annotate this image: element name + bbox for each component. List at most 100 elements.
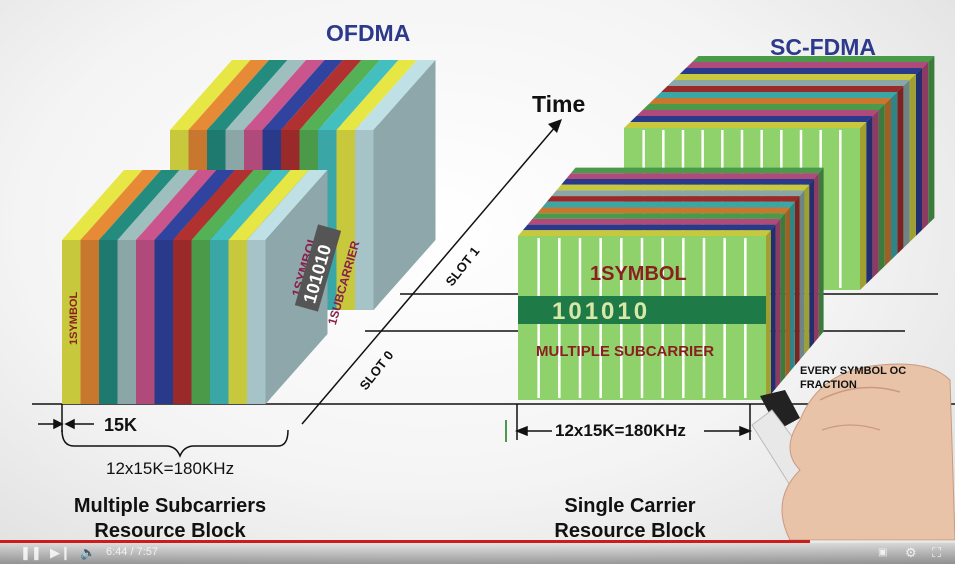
symbol-layer-top <box>561 179 814 185</box>
captions-icon[interactable]: ▣ <box>878 547 888 558</box>
subcarrier-slab-front <box>80 240 99 404</box>
symbol-layer-top <box>673 74 916 80</box>
subcarrier-slab-front <box>247 240 266 404</box>
scfdma-bandwidth-marks <box>514 404 753 440</box>
next-icon[interactable]: ▶❙ <box>50 545 71 560</box>
symbol-layer-side <box>903 80 910 248</box>
subcarrier-slab-front <box>191 240 210 404</box>
subcarrier-spacing-marks <box>38 404 94 432</box>
symbol-layer-top <box>686 62 929 68</box>
symbol-layer-top <box>566 173 819 179</box>
symbol-layer-side <box>770 224 776 395</box>
symbol-layer-side <box>780 213 786 383</box>
scfdma-caption-line2: Resource Block <box>554 520 706 542</box>
subcarrier-slab-front <box>336 130 355 310</box>
symbol-layer-side <box>804 184 810 355</box>
subcarrier-slab-top <box>210 170 291 240</box>
scfdma-bits: 101010 <box>552 298 650 325</box>
symbol-layer-top <box>630 116 873 122</box>
symbol-layer-top <box>655 92 898 98</box>
subcarrier-slab-top <box>136 170 217 240</box>
subcarrier-slab-top <box>355 60 436 130</box>
symbol-layer-side <box>814 173 819 343</box>
symbol-layer-side <box>775 218 781 389</box>
symbol-layer-top <box>537 207 790 214</box>
ofdma-bandwidth-label: 12x15K=180KHz <box>106 459 235 478</box>
symbol-layer-side <box>884 98 891 266</box>
ofdma-bandwidth-brace <box>61 429 289 459</box>
symbol-layer-side <box>785 207 790 378</box>
subcarrier-slab-side <box>265 170 328 404</box>
subcarrier-slab-front <box>173 240 192 404</box>
symbol-layer-top <box>570 167 824 174</box>
scfdma-bits-bar <box>518 296 766 324</box>
symbol-layer-side <box>809 179 814 349</box>
scfdma-note-line2: FRACTION <box>800 379 857 391</box>
symbol-layer-top <box>642 104 885 110</box>
subcarrier-slab-top <box>228 170 309 240</box>
ofdma-title: OFDMA <box>326 20 411 46</box>
subcarrier-slab-top <box>117 170 198 240</box>
pause-icon[interactable]: ❚❚ <box>20 545 42 560</box>
symbol-layer-top <box>551 190 805 197</box>
scfdma-slot0-block <box>518 167 824 400</box>
symbol-layer-side <box>915 68 922 236</box>
symbol-layer-side <box>799 190 805 361</box>
subcarrier-slab-front <box>136 240 155 404</box>
symbol-layer-side <box>922 62 929 230</box>
ofdma-panel-bits-bar <box>294 224 342 312</box>
symbol-layer-side <box>897 86 904 254</box>
scfdma-note-line1: EVERY SYMBOL OC <box>800 365 907 377</box>
time-arrowhead <box>548 119 562 133</box>
subcarrier-slab-top <box>80 170 161 240</box>
subcarrier-slab-top <box>154 170 235 240</box>
subcarrier-slab-top <box>262 60 343 130</box>
slot0-label: SLOT 0 <box>357 348 397 393</box>
symbol-layer-side <box>878 104 885 272</box>
fullscreen-icon[interactable]: ⛶ <box>932 545 942 560</box>
symbol-layer-top <box>679 68 922 74</box>
symbol-layer-side <box>818 167 824 338</box>
symbol-layer-side <box>909 74 916 242</box>
subcarrier-slab-top <box>191 170 272 240</box>
subcarrier-slab-top <box>173 170 254 240</box>
subcarrier-slab-top <box>247 170 328 240</box>
scfdma-symbol-label: 1SYMBOL <box>590 263 687 285</box>
symbol-layer-top <box>518 230 771 236</box>
video-progress-track[interactable] <box>0 540 955 543</box>
subcarrier-slab-front <box>99 240 118 404</box>
subcarrier-slab-side <box>373 60 436 310</box>
symbol-layer-top <box>624 122 867 128</box>
subcarrier-slab-front <box>154 240 173 404</box>
subcarrier-slab-front <box>355 130 374 310</box>
video-time: 6:44 / 7:57 <box>106 546 158 558</box>
symbol-layer-side <box>794 196 800 366</box>
scfdma-caption-line1: Single Carrier <box>564 495 696 517</box>
subcarrier-slab-top <box>281 60 362 130</box>
subcarrier-slab-top <box>244 60 325 130</box>
subcarrier-slab-top <box>62 170 143 240</box>
subcarrier-slab-top <box>170 60 251 130</box>
symbol-layer-side <box>790 201 795 372</box>
scfdma-subcarrier-label: MULTIPLE SUBCARRIER <box>536 343 714 360</box>
scfdma-title: SC-FDMA <box>770 34 877 60</box>
time-arrow <box>301 125 557 425</box>
symbol-layer-side <box>866 116 873 284</box>
subcarrier-slab-top <box>336 60 417 130</box>
subcarrier-slab-top <box>207 60 288 130</box>
slot1-label: SLOT 1 <box>443 244 483 289</box>
symbol-layer-top <box>522 224 776 231</box>
volume-icon[interactable]: 🔈 <box>80 545 97 560</box>
subcarrier-slab-top <box>318 60 399 130</box>
symbol-layer-top <box>648 98 891 104</box>
video-progress-fill <box>0 540 811 543</box>
time-axis-label: Time <box>532 91 586 117</box>
symbol-layer-top <box>532 213 786 219</box>
scfdma-caption: Single Carrier Resource Block <box>510 494 750 544</box>
symbol-layer-top <box>661 86 904 92</box>
subcarrier-slab-top <box>188 60 269 130</box>
subcarrier-slab-front <box>228 240 247 404</box>
symbol-layer-top <box>542 201 795 208</box>
gear-icon[interactable]: ⚙ <box>905 545 917 560</box>
